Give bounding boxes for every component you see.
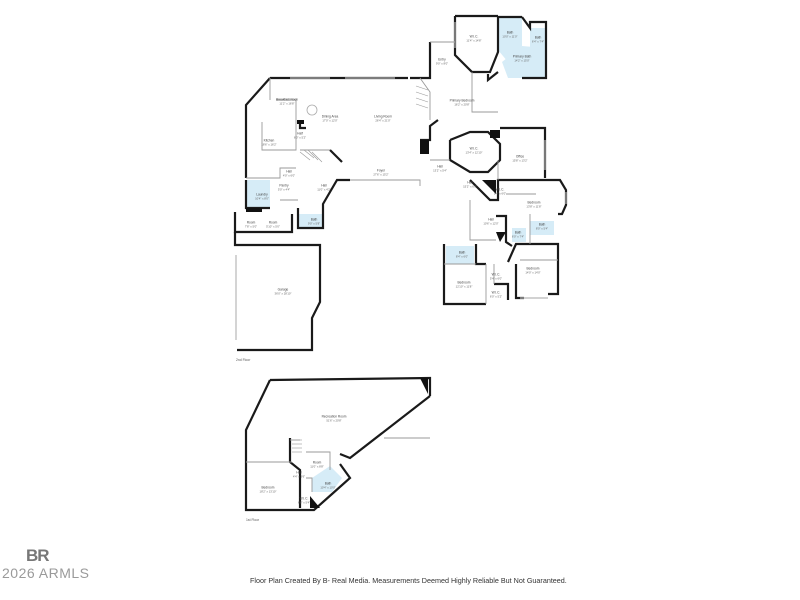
copyright-watermark: 2026 ARMLS: [2, 565, 90, 581]
room-dimension: 12'10" x 11'8": [455, 284, 473, 289]
room-dimension: 10'6" x 12'0": [483, 221, 499, 226]
room-label: Room: [268, 220, 278, 225]
room-dimension: 11'2" x 16'8": [279, 101, 295, 106]
room-label: Bath: [506, 30, 514, 35]
room-label: Bath: [310, 217, 318, 222]
room-label: Hall: [286, 169, 292, 174]
room-dimension: 13'2" x 5'4": [433, 168, 447, 173]
room-dimension: 18'6" x 16'2": [261, 142, 277, 147]
room-label: Kitchen: [263, 138, 275, 143]
room-label: Hall: [321, 183, 327, 188]
room-dimension: 10'4" x 10'0": [320, 485, 336, 490]
disclaimer-text: Floor Plan Created By B- Real Media. Mea…: [250, 576, 567, 585]
room-label: Hall: [488, 217, 494, 222]
room-label: Laundry: [256, 192, 268, 197]
room-label: Dining Area: [321, 114, 339, 119]
room-dimension: 9'0" x 5'8": [307, 221, 321, 226]
room-label: Primary Bath: [512, 54, 532, 59]
room-dimension: 6'0" x 5'2": [293, 135, 307, 140]
bath-fills: [246, 17, 554, 492]
room-label: W.I.C.: [491, 272, 501, 277]
room-label: Hall: [296, 470, 302, 475]
room-dimension: 36'0" x 28'10": [274, 291, 292, 296]
room-label: Garage: [277, 287, 289, 292]
room-dimension: 15'8" x 13'2": [512, 158, 528, 163]
room-label: Room: [246, 220, 256, 225]
room-label: W.I.C.: [469, 146, 479, 151]
room-label: Hall: [437, 164, 443, 169]
room-dimension: 51'6" x 20'8": [326, 418, 342, 423]
room-label: Bath: [538, 222, 546, 227]
room-label: Bath: [514, 230, 522, 235]
room-label: W.I.C.: [495, 187, 505, 192]
room-dimension: 11'0" x 8'8": [310, 464, 324, 469]
room-label: Room: [312, 460, 322, 465]
room-dimension: 8'4" x 6'0": [455, 254, 469, 259]
room-label: Bath: [534, 35, 542, 40]
room-label: Office: [515, 154, 525, 159]
room-dimension: 14'0" x 14'0": [525, 270, 541, 275]
room-label: W.I.C.: [469, 34, 479, 39]
room-dimension: 5'4" x 6'0": [493, 191, 507, 196]
room-label: Primary Bedroom: [449, 98, 475, 103]
room-dimension: 9'0" x 8'0": [435, 61, 449, 66]
room-label: Living Room: [374, 114, 392, 119]
room-label: Entry: [438, 57, 446, 62]
windows: [235, 22, 567, 340]
floor-label-main: 2nd Floor: [236, 358, 251, 362]
room-label: Bedroom: [527, 200, 541, 205]
room-dimension: 14'2" x 15'0": [514, 58, 530, 63]
room-dimension: 5'4" x 6'0": [489, 276, 503, 281]
room-dimension: 15'2" x 6'0": [463, 184, 477, 189]
room-dimension: 4'0" x 6'0": [282, 173, 296, 178]
room-label: Half: [297, 131, 303, 136]
room-dimension: 27'6" x 15'2": [373, 172, 389, 177]
room-label: Bedroom: [526, 266, 540, 271]
room-dimension: 7'8" x 5'0": [244, 224, 258, 229]
room-label: Bath: [324, 481, 332, 486]
room-dimension: 13'8" x 11'8": [526, 204, 542, 209]
room-dimension: 10'0" x 11'0": [502, 34, 518, 39]
room-dimension: 17'0" x 12'0": [322, 118, 338, 123]
room-dimension: 16'2" x 20'8": [454, 102, 470, 107]
room-dimension: 10'4" x 8'0": [255, 196, 269, 201]
room-dimension: 26'4" x 21'0": [375, 118, 391, 123]
room-dimension: 11'4" x 14'8": [466, 38, 482, 43]
room-label: Pantry: [279, 183, 289, 188]
room-label: Bedroom: [261, 485, 275, 490]
room-dimension: 18'2" x 13'10": [259, 489, 277, 494]
room-dimension: 6'4" x 7'4": [531, 39, 545, 44]
fixtures-lower: [292, 378, 428, 508]
room-label: Bath: [458, 250, 466, 255]
br-logo: BR: [26, 546, 50, 565]
room-dimension: 4'4" x 3'6": [292, 474, 306, 479]
room-dimension: 6'0" x 7'4": [511, 234, 525, 239]
room-dimension: 6'8" x 5'4": [297, 500, 311, 505]
fixtures: [246, 85, 506, 242]
room-dimension: 5'10" x 5'0": [266, 224, 280, 229]
room-dimension: 11'0" x 4'2": [317, 187, 331, 192]
room-label: Foyer: [376, 168, 386, 173]
room-dimension: 13'4" x 12'10": [465, 150, 483, 155]
thin-walls-lower: [246, 437, 430, 492]
walls-lower-floor: [244, 376, 432, 512]
room-dimension: 5'0" x 4'4": [277, 187, 291, 192]
room-label: Hall: [467, 180, 473, 185]
thin-walls: [246, 41, 558, 304]
floor-label-lower: 1st Floor: [246, 518, 260, 522]
room-label: W.I.C.: [299, 496, 309, 501]
room-label: Bedroom: [457, 280, 471, 285]
room-label: W.I.C.: [491, 290, 501, 295]
room-label: Recreation Room: [321, 414, 347, 419]
room-dimension: 6'0" x 5'2": [489, 294, 503, 299]
room-dimension: 8'0" x 5'4": [535, 226, 549, 231]
room-label: Breakfast Nook: [276, 97, 298, 102]
